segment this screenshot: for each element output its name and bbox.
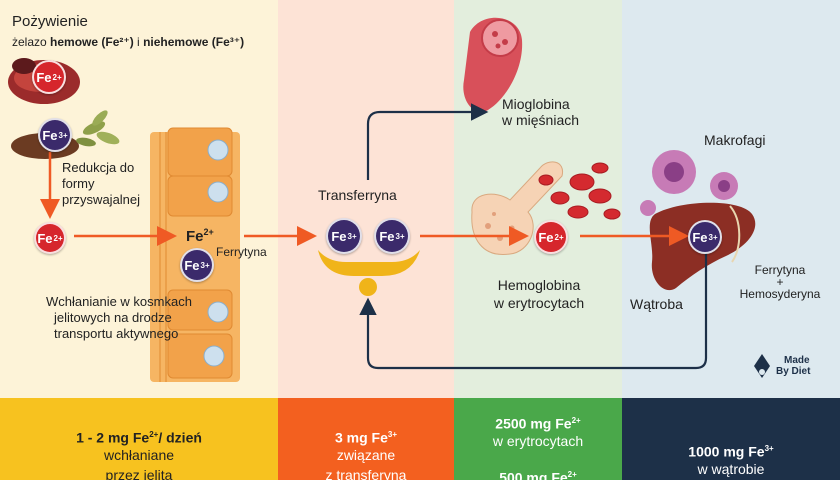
footer-transferrin-line2: związane [336,447,396,463]
muscle-image [463,17,523,112]
storage-label: Ferrytyna + Hemosyderyna [739,263,821,301]
macrophages-image [640,150,738,216]
fe2-label: Fe2+ [186,227,214,245]
brand-name-line1: Made [784,355,810,366]
footer-erythrocytes: 2500 mg Fe2+ w erytrocytach 500 mg Fe2+ [454,398,622,480]
footer-liver: 1000 mg Fe3+ w wątrobie [622,398,840,480]
erythrocytes-image [538,162,621,220]
footer-transferrin: 3 mg Fe3+ związane z transferyną [278,398,454,480]
footer-erythrocytes-line2: w erytrocytach [492,433,584,449]
footer-absorption: 1 - 2 mg Fe2+/ dzień wchłaniane przez je… [0,398,278,480]
transferrin-title: Transferryna [318,187,397,203]
footer-liver-amount: 1000 mg Fe3+ [688,443,774,460]
macrophages-label: Makrofagi [704,132,766,148]
brand-name-line2: By Diet [776,366,811,377]
brand-logo-icon [754,354,770,378]
absorption-label: Wchłanianie w kosmkach jelitowych na dro… [46,294,192,341]
transferrin-molecule [318,250,420,296]
footer-erythrocytes-amount: 2500 mg Fe2+ [495,415,581,432]
footer-liver-line2: w wątrobie [697,461,765,477]
hemoglobin-label: Hemoglobina w erytrocytach [493,277,585,311]
footer-transferrin-line3: z transferyną [325,467,407,480]
footer-absorption-line2: wchłaniane [103,447,175,463]
ferritin-label-intestine: Ferrytyna [216,245,267,259]
liver-label: Wątroba [630,296,683,312]
brand-logo: Made By Diet [752,352,810,380]
reduction-label: Redukcja do formy przyswajalnej [62,160,141,207]
footer-absorption-amount: 1 - 2 mg Fe2+/ dzień [76,429,202,446]
transferrin-panel [278,0,454,398]
liver-panel [622,0,840,398]
diet-subtitle: żelazo hemowe (Fe²⁺) i niehemowe (Fe³⁺) [12,35,245,49]
footer-absorption-line3: przez jelita [105,467,173,480]
footer-transferrin-amount: 3 mg Fe3+ [334,429,398,446]
diet-title: Pożywienie [12,13,88,30]
footer-erythrocytes-amount2: 500 mg Fe2+ [499,469,577,480]
myoglobin-label: Mioglobina w mięśniach [502,96,580,128]
